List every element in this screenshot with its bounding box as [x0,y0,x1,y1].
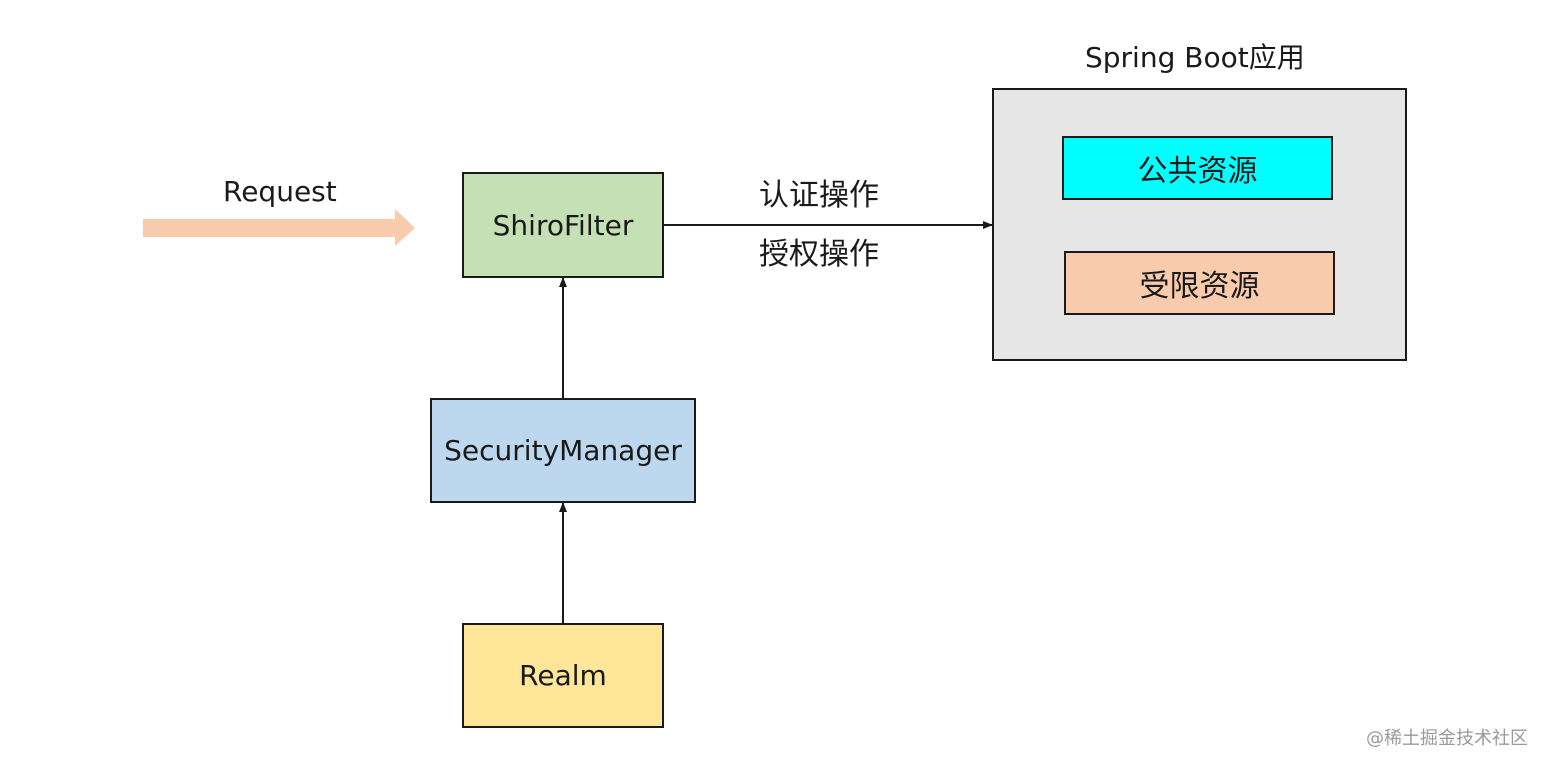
watermark: @稀土掘金技术社区 [1366,728,1528,749]
spring-boot-app-container [992,88,1407,361]
realm-node: Realm [462,623,664,728]
public-resources-label: 公共资源 [1137,154,1258,189]
restricted-resources-label: 受限资源 [1139,269,1260,304]
spring-boot-app-title: Spring Boot应用 [1085,41,1305,74]
request-arrow [143,209,415,246]
request-label: Request [223,175,337,208]
shiro-filter-node: ShiroFilter [462,172,664,278]
authorization-label: 授权操作 [759,237,879,272]
restricted-resources-node: 受限资源 [1064,251,1335,315]
security-manager-label: SecurityManager [444,434,682,467]
authentication-label: 认证操作 [759,178,879,213]
security-manager-node: SecurityManager [430,398,696,503]
public-resources-node: 公共资源 [1062,136,1333,200]
shiro-filter-label: ShiroFilter [492,208,634,242]
realm-label: Realm [519,659,607,692]
